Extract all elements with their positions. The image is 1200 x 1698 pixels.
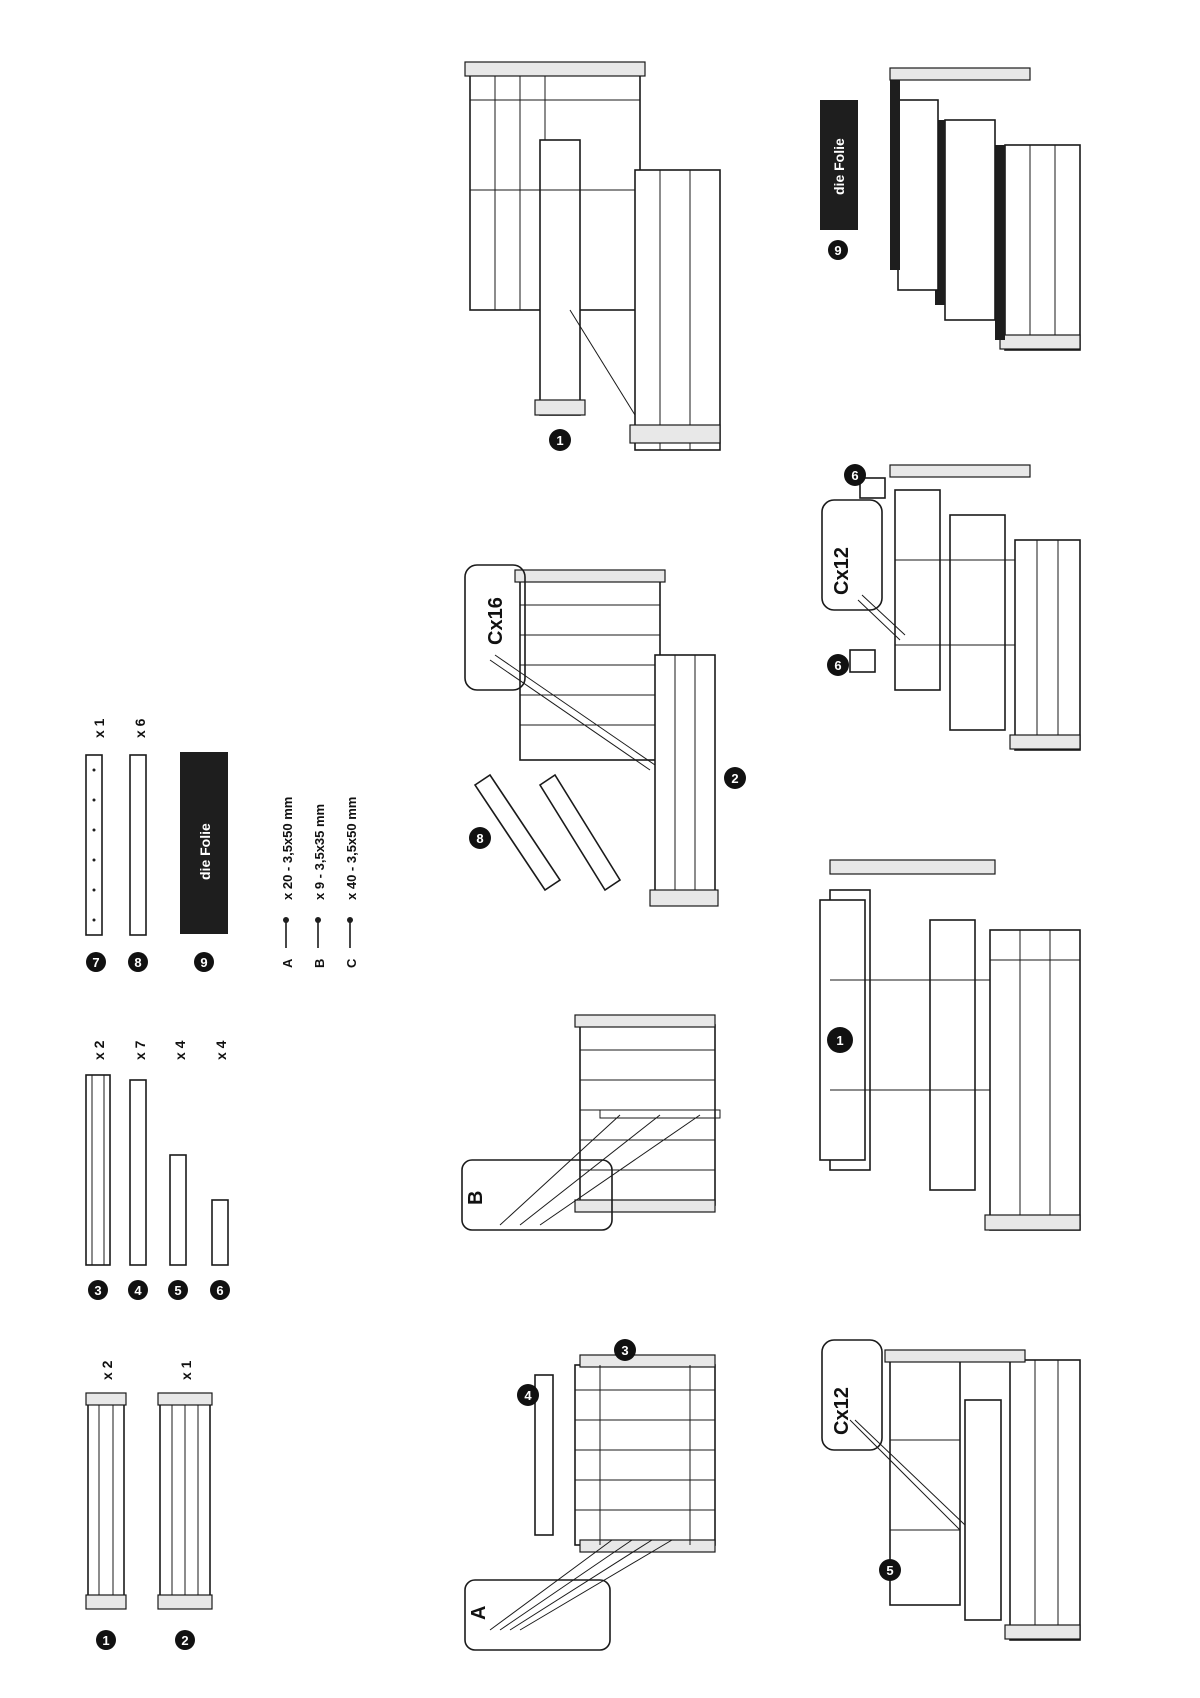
- part-6: 6 x 4: [210, 1040, 230, 1300]
- part-3-qty: x 2: [91, 1040, 107, 1060]
- step-5-part2-badge: 2: [724, 767, 746, 789]
- part-8-badge: 8: [128, 952, 148, 972]
- screw-b: B x 9 - 3,5x35 mm: [312, 804, 327, 968]
- step-5-part-badge: 8: [469, 827, 491, 849]
- step-8-label: die Folie: [831, 138, 847, 195]
- step-2-callout: B: [465, 1191, 487, 1205]
- svg-text:2: 2: [731, 771, 738, 786]
- parts-list: 1 x 2 2 x 1 3 x 2: [85, 718, 359, 1650]
- step-6-part-badge-b: 6: [844, 464, 866, 486]
- screw-list: A x 20 - 3,5x50 mm B x 9 - 3,5x35 mm C x…: [280, 797, 359, 968]
- svg-text:3: 3: [94, 1283, 101, 1298]
- part-1: 1 x 2: [85, 1360, 127, 1650]
- svg-text:5: 5: [174, 1283, 181, 1298]
- svg-text:6: 6: [851, 468, 858, 483]
- step-1: A 3 4: [464, 1339, 716, 1651]
- part-3: 3 x 2: [85, 1040, 111, 1300]
- part-4-badge: 4: [128, 1280, 148, 1300]
- screw-b-letter: B: [312, 959, 327, 968]
- part-6-qty: x 4: [213, 1040, 229, 1060]
- step-5: Cx16 8 2: [464, 564, 746, 907]
- part-5-qty: x 4: [172, 1040, 188, 1060]
- part-2: 2 x 1: [157, 1360, 213, 1650]
- svg-text:9: 9: [834, 243, 841, 258]
- step-6-part-badge-a: 6: [827, 654, 849, 676]
- svg-text:4: 4: [524, 1388, 532, 1403]
- part-1-badge: 1: [96, 1630, 116, 1650]
- part-7-qty: x 1: [91, 718, 107, 738]
- part-8-qty: x 6: [132, 718, 148, 738]
- part-4-qty: x 7: [132, 1040, 148, 1060]
- step-1-part2-badge: 4: [517, 1384, 539, 1406]
- svg-text:3: 3: [621, 1343, 628, 1358]
- screw-a-letter: A: [280, 958, 295, 968]
- part-7-badge: 7: [86, 952, 106, 972]
- screw-a-spec: x 20 - 3,5x50 mm: [280, 797, 295, 900]
- svg-text:5: 5: [886, 1563, 893, 1578]
- step-4-part-badge: 5: [879, 1559, 901, 1581]
- part-8: 8 x 6: [128, 718, 148, 972]
- svg-text:8: 8: [134, 955, 141, 970]
- step-3: 1: [819, 859, 1081, 1231]
- step-3-callout-badge: 1: [827, 1027, 853, 1053]
- svg-text:7: 7: [92, 955, 99, 970]
- part-5: 5 x 4: [168, 1040, 188, 1300]
- part-3-badge: 3: [88, 1280, 108, 1300]
- part-9-badge: 9: [194, 952, 214, 972]
- svg-text:8: 8: [476, 831, 483, 846]
- screw-c-spec: x 40 - 3,5x50 mm: [344, 797, 359, 900]
- step-7-part-badge: 1: [549, 429, 571, 451]
- step-4-callout: Cx12: [831, 1387, 853, 1435]
- screw-c: C x 40 - 3,5x50 mm: [344, 797, 359, 968]
- step-6: Cx12 6 6: [821, 464, 1081, 751]
- part-9-label: die Folie: [197, 823, 213, 880]
- part-4: 4 x 7: [128, 1040, 148, 1300]
- svg-text:4: 4: [134, 1283, 142, 1298]
- step-1-part-badge: 3: [614, 1339, 636, 1361]
- step-1-callout: A: [468, 1606, 490, 1620]
- step-2: B: [461, 1014, 721, 1231]
- svg-text:1: 1: [836, 1033, 843, 1048]
- step-8-part-badge: 9: [828, 240, 848, 260]
- svg-text:1: 1: [556, 433, 563, 448]
- screw-b-spec: x 9 - 3,5x35 mm: [312, 804, 327, 900]
- svg-text:2: 2: [181, 1633, 188, 1648]
- svg-text:6: 6: [216, 1283, 223, 1298]
- screw-a: A x 20 - 3,5x50 mm: [280, 797, 295, 968]
- svg-text:6: 6: [834, 658, 841, 673]
- step-4: Cx12 5: [821, 1339, 1081, 1641]
- part-2-qty: x 1: [178, 1360, 194, 1380]
- svg-text:9: 9: [200, 955, 207, 970]
- part-6-badge: 6: [210, 1280, 230, 1300]
- part-7: 7 x 1: [85, 718, 107, 972]
- svg-text:1: 1: [102, 1633, 109, 1648]
- part-2-badge: 2: [175, 1630, 195, 1650]
- screw-c-letter: C: [344, 958, 359, 968]
- step-8: die Folie 9: [820, 67, 1081, 351]
- part-9-folie: die Folie 9: [180, 752, 228, 972]
- step-7: 1: [464, 61, 721, 451]
- step-6-callout: Cx12: [831, 547, 853, 595]
- part-1-qty: x 2: [99, 1360, 115, 1380]
- part-5-badge: 5: [168, 1280, 188, 1300]
- step-5-callout: Cx16: [485, 597, 507, 645]
